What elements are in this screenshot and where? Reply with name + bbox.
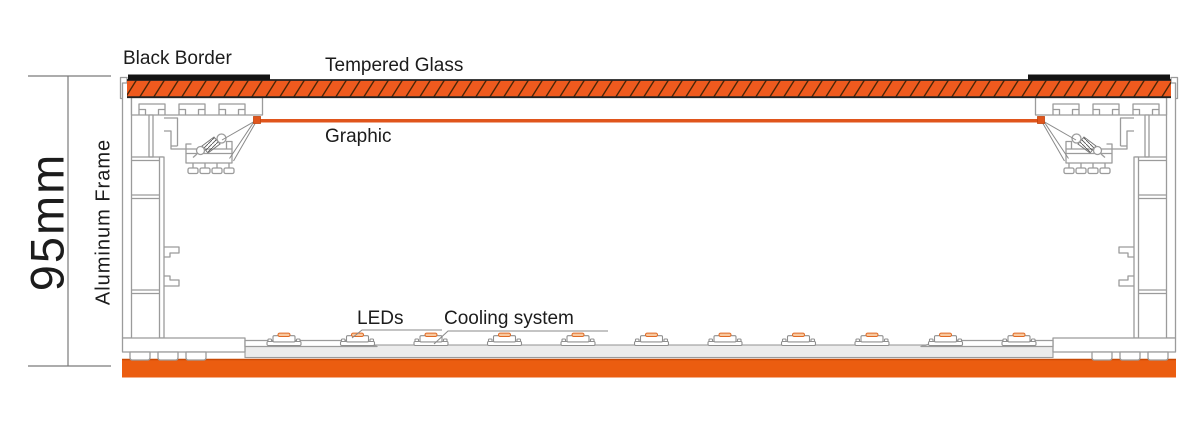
aluminum-frame-label: Aluminum Frame (92, 138, 115, 306)
led-module (707, 332, 743, 347)
tempered-glass-label: Tempered Glass (325, 55, 464, 76)
leds-leader-line (351, 329, 442, 339)
graphic-label: Graphic (325, 126, 392, 147)
led-module (413, 332, 449, 347)
led-module (854, 332, 890, 347)
led-module (780, 332, 817, 347)
led-module (486, 332, 523, 347)
dimension-95mm (28, 75, 111, 367)
led-modules (266, 332, 1037, 347)
black-border-strip-left (128, 74, 270, 80)
tempered-glass-section (127, 79, 1171, 99)
black-border-label: Black Border (123, 48, 232, 69)
back-panel-bar (122, 358, 1176, 378)
graphic-film (253, 116, 1045, 124)
leds-label: LEDs (357, 308, 404, 329)
cooling-system-label: Cooling system (444, 308, 574, 329)
led-module (560, 332, 596, 347)
led-module (339, 332, 376, 347)
led-module (927, 332, 964, 347)
led-module (266, 332, 302, 347)
black-border-strip-right (1028, 74, 1170, 80)
cooling-leader-line (433, 330, 608, 345)
led-module (633, 332, 670, 347)
led-module (1001, 332, 1037, 347)
dimension-label: 95mm (20, 152, 74, 292)
